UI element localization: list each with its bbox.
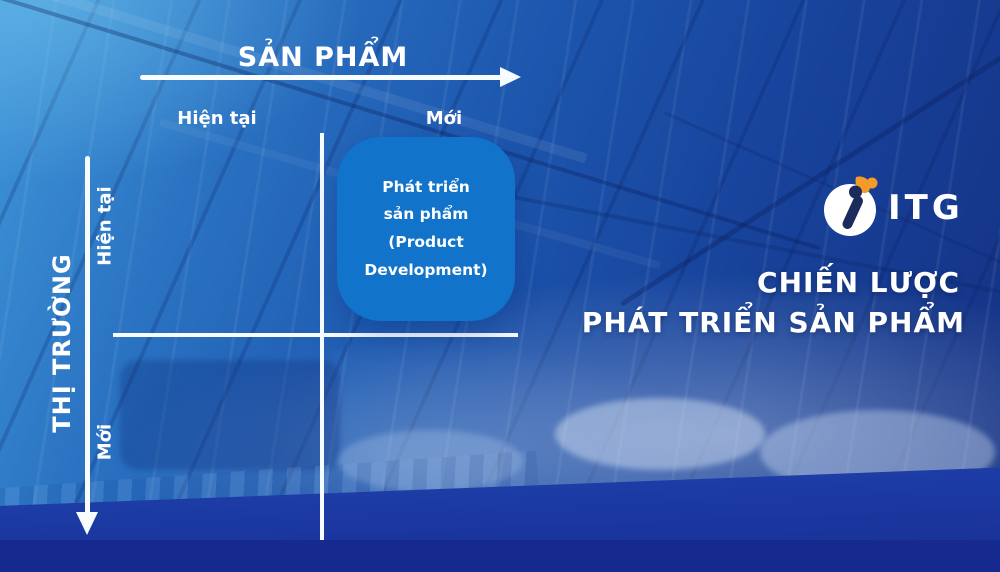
x-axis-arrowhead-icon: [500, 67, 521, 87]
y-axis-arrow: [85, 156, 90, 514]
x-axis-label-current: Hiện tại: [177, 108, 257, 129]
product-development-cell: Phát triển sản phẩm (Product Development…: [337, 137, 515, 321]
y-axis-label-current: Hiện tại: [94, 186, 116, 266]
itg-logo-icon: [824, 176, 878, 236]
x-axis-arrow: [140, 75, 502, 80]
itg-logo-text: ITG: [888, 188, 964, 228]
y-axis-title: THỊ TRƯỜNG: [48, 253, 76, 433]
slide-title-line2: PHÁT TRIỂN SẢN PHẨM: [581, 306, 965, 339]
y-axis-label-new: Mới: [94, 423, 116, 461]
machinery-roll: [555, 398, 765, 470]
y-axis-arrowhead-icon: [76, 512, 98, 535]
machinery-roll: [338, 430, 523, 492]
matrix-horizontal-line: [113, 333, 518, 337]
product-development-cell-label: Phát triển sản phẩm (Product Development…: [364, 177, 488, 279]
x-axis-title: SẢN PHẨM: [237, 42, 409, 73]
machinery-silhouette: [120, 360, 340, 470]
slide-title-line1: CHIẾN LƯỢC: [757, 266, 960, 299]
factory-floor-band: [0, 540, 1000, 572]
x-axis-label-new: Mới: [425, 108, 463, 129]
